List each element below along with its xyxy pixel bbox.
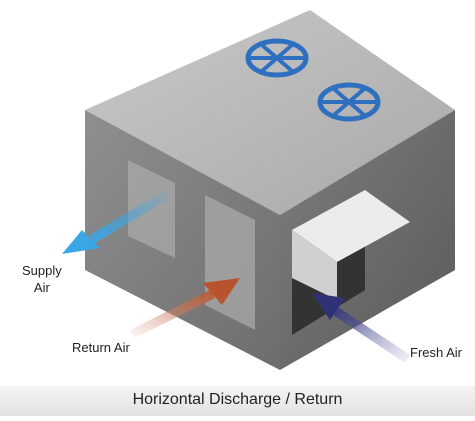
- supply-air-label: Supply Air: [22, 263, 62, 295]
- caption-bar: [0, 386, 475, 416]
- fresh-air-hood-side: [292, 230, 337, 300]
- unit-top-face: [85, 10, 455, 215]
- return-air-arrow: [130, 278, 240, 338]
- fresh-air-label: Fresh Air: [410, 345, 463, 360]
- fan-icon: [245, 38, 309, 78]
- diagram-caption: Horizontal Discharge / Return: [132, 391, 343, 408]
- fresh-air-hood-top: [292, 190, 410, 262]
- fan-icon: [317, 82, 381, 122]
- fresh-air-arrow: [312, 293, 410, 363]
- supply-air-arrow: [62, 190, 170, 254]
- return-air-label: Return Air: [72, 340, 130, 355]
